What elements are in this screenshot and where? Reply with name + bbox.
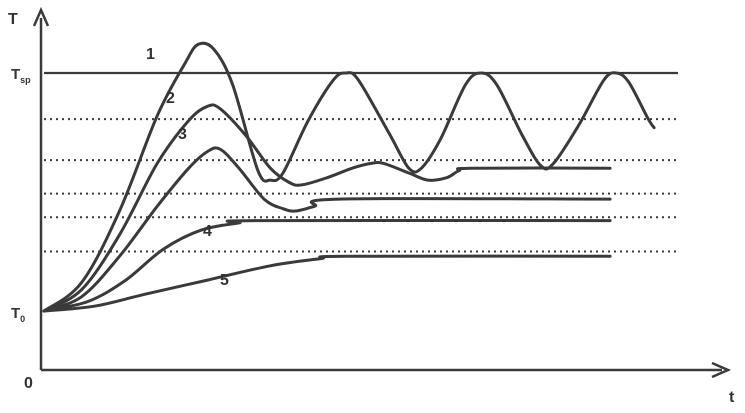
setpoint-tick-main: T xyxy=(11,66,20,83)
response-curve-1 xyxy=(42,41,656,313)
response-curves xyxy=(42,41,656,313)
curve-label-3: 3 xyxy=(178,126,187,143)
response-curve-5 xyxy=(42,254,612,313)
y-axis-arrowhead xyxy=(32,6,50,27)
origin-label: 0 xyxy=(24,375,33,392)
response-curve-4 xyxy=(42,218,612,313)
curve-label-5: 5 xyxy=(220,272,229,289)
x-axis-arrowhead xyxy=(711,361,732,379)
y-axis-label: T xyxy=(8,11,18,28)
initial-tick-label: T0 xyxy=(11,305,25,324)
initial-tick-subscript: 0 xyxy=(20,314,25,324)
response-curve-3 xyxy=(42,146,612,313)
setpoint-tick-subscript: sp xyxy=(20,75,31,85)
curve-label-2: 2 xyxy=(166,90,175,107)
response-curve-2 xyxy=(42,103,612,313)
curve-label-1: 1 xyxy=(146,46,155,63)
curve-label-4: 4 xyxy=(203,223,212,240)
setpoint-tick-label: Tsp xyxy=(11,66,31,85)
x-axis-label: t xyxy=(729,389,735,406)
reference-lines xyxy=(44,71,680,253)
initial-tick-main: T xyxy=(11,305,20,322)
